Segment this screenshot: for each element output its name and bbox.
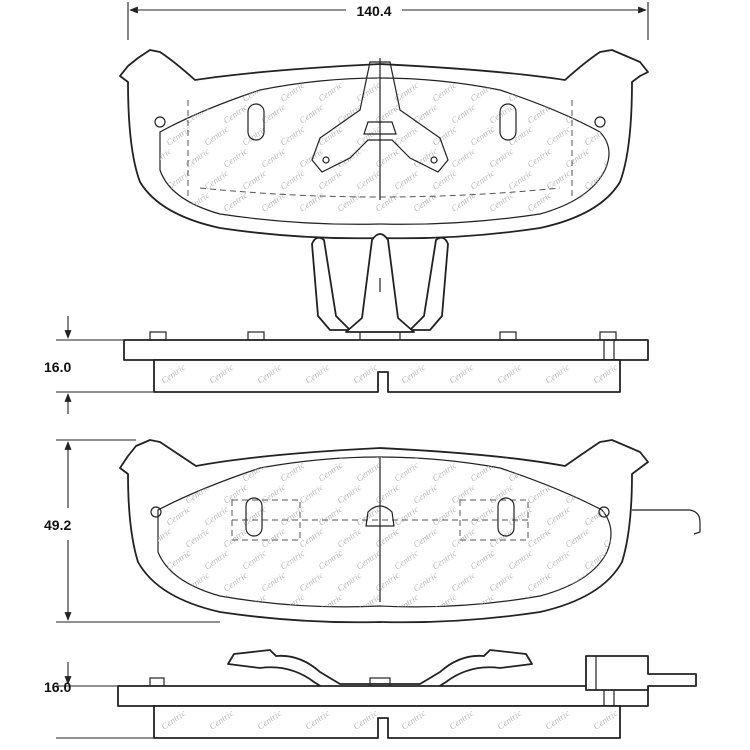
bottom-backing-plate [119,439,649,624]
bottom-slot-left [245,497,263,537]
bottom-shim-clip [227,649,533,693]
bottom-side-friction [153,705,621,739]
bottom-side-backing [117,685,649,707]
spring-clip-side [311,233,449,340]
thickness-bottom-dimension: 16.0 [44,662,154,739]
top-slot-right [499,103,517,141]
top-backing-plate [119,49,649,240]
bottom-center-clip [365,505,395,527]
height-dimension: 49.2 [44,439,220,623]
width-dimension-label: 140.4 [356,3,391,19]
top-slot-left [247,103,265,141]
watermark-text: Centric [601,526,629,550]
watermark-text: Centric [183,438,211,462]
thickness-top-label: 16.0 [44,359,71,375]
top-friction-face [159,77,610,225]
bottom-slot-right [497,497,515,537]
height-dimension-label: 49.2 [44,517,71,533]
top-side-friction [153,359,621,393]
bottom-friction-face [157,456,612,608]
watermark-text: Centric [525,438,553,462]
top-spring-clip [311,61,449,173]
watermark-text: Centric [601,146,629,170]
wear-sensor-connector [585,655,697,691]
thickness-top-dimension: 16.0 [44,316,154,414]
width-dimension: 140.4 [127,2,649,40]
wear-sensor-wire [632,509,701,535]
thickness-bottom-label: 16.0 [44,679,71,695]
top-center-clip [363,121,397,135]
top-side-backing [123,339,649,361]
